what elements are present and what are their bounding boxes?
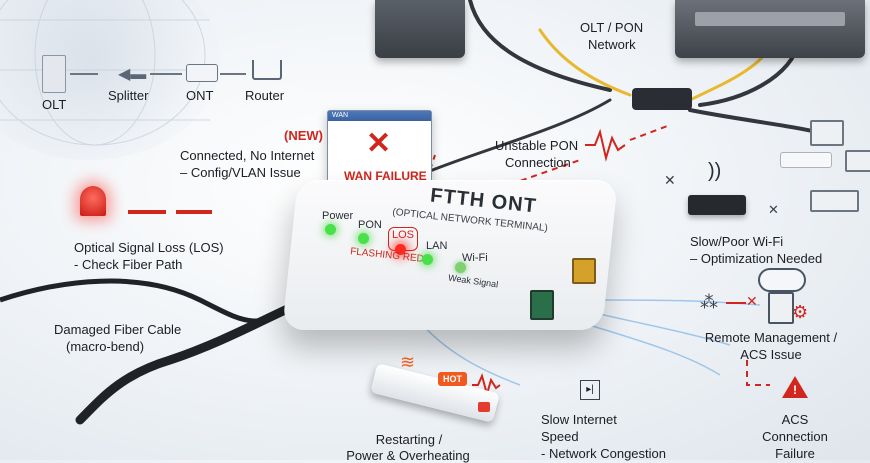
gear-icon: ⚙	[792, 302, 809, 322]
topology-link	[220, 73, 246, 75]
wan-tab: WAN	[328, 111, 431, 121]
acs-line1: ACS	[781, 412, 809, 427]
heat-waves-icon: ≋	[400, 352, 416, 372]
los-led	[395, 244, 406, 255]
slow-wifi-line1: Slow/Poor Wi-Fi	[690, 234, 784, 249]
topology-link	[70, 73, 98, 75]
no-signal-icon: ✕	[664, 172, 676, 188]
slow-wifi-line2: – Optimization Needed	[690, 251, 823, 266]
no-internet-line1: Connected, No Internet	[180, 148, 315, 163]
no-signal-icon: ✕	[768, 202, 779, 217]
damaged-fiber-line2: (macro-bend)	[66, 339, 145, 354]
fiber-splice-closure	[632, 88, 692, 110]
rack-switch	[695, 12, 845, 26]
warning-exclaim: !	[793, 383, 797, 397]
power-led	[325, 224, 336, 235]
remote-mgmt-line2: ACS Issue	[740, 347, 802, 362]
wan-failure-text: WAN FAILURE	[344, 169, 427, 183]
wifi-signal-icon: ))	[708, 160, 722, 182]
hot-tag: HOT	[438, 372, 467, 386]
wifi-led	[455, 262, 466, 273]
new-tag: (NEW)	[284, 128, 323, 143]
olt-rack-right	[675, 0, 865, 58]
topology-splitter-label: Splitter	[108, 88, 149, 103]
olt-pon-line2: Network	[588, 37, 636, 52]
link-error-icon: ✕	[746, 293, 758, 309]
los-line1: Optical Signal Loss (LOS)	[74, 240, 224, 255]
acs-line2: Connection	[762, 429, 828, 444]
wan-status-window: WAN ✕ WAN FAILURE	[327, 110, 432, 190]
topology-olt-label: OLT	[42, 97, 67, 112]
broken-link	[726, 302, 746, 304]
laptop-icon	[810, 120, 844, 146]
laptop-icon	[845, 150, 870, 172]
slow-internet-line3: - Network Congestion	[541, 446, 666, 461]
ont-icon	[186, 64, 218, 82]
unstable-pon-line2: Connection	[505, 155, 571, 170]
lan-port-green	[530, 290, 554, 320]
access-point-icon	[780, 152, 832, 168]
olt-pon-line1: OLT / PON	[580, 20, 644, 35]
topology-link	[150, 73, 182, 75]
olt-icon	[42, 55, 66, 93]
los-line2: - Check Fiber Path	[74, 257, 183, 272]
wifi-router-icon	[688, 195, 746, 215]
alarm-beacon-icon	[80, 186, 106, 216]
cloud-icon	[758, 268, 806, 292]
olt-rack-left	[375, 0, 465, 58]
restarting-line2: Power & Overheating	[346, 448, 470, 463]
remote-mgmt-line1: Remote Management /	[704, 330, 838, 345]
error-x-icon: ✕	[366, 127, 392, 160]
topology-router-label: Router	[245, 88, 285, 103]
lan-led-label: LAN	[426, 240, 448, 252]
lan-led	[422, 254, 433, 265]
splitter-icon: ◀▬	[118, 66, 147, 83]
power-led-label: Power	[322, 210, 354, 222]
pon-led-label: PON	[358, 219, 382, 231]
laptop-icon	[810, 190, 859, 212]
damaged-fiber-line1: Damaged Fiber Cable	[54, 322, 182, 337]
broken-fiber-right	[176, 210, 212, 214]
slow-internet-line1: Slow Internet	[541, 412, 617, 427]
warning-icon	[782, 376, 808, 398]
unstable-pon-line1: Unstable PON	[495, 138, 579, 153]
power-switch-icon	[478, 402, 490, 412]
slow-internet-line2: Speed	[541, 429, 579, 444]
topology-ont-label: ONT	[186, 88, 214, 103]
speed-icon: ▸|	[580, 380, 600, 400]
broken-fiber-left	[128, 210, 166, 214]
router-icon	[252, 60, 282, 80]
pon-led	[358, 233, 369, 244]
wifi-led-label: Wi-Fi	[462, 252, 488, 264]
server-icon	[768, 292, 794, 324]
los-led-label: LOS	[392, 229, 415, 241]
network-nodes-icon: ⁂	[700, 292, 718, 312]
no-internet-line2: – Config/VLAN Issue	[180, 165, 301, 180]
restarting-line1: Restarting /	[375, 432, 443, 447]
lan-port-yellow	[572, 258, 596, 284]
acs-line3: Failure	[775, 446, 815, 461]
